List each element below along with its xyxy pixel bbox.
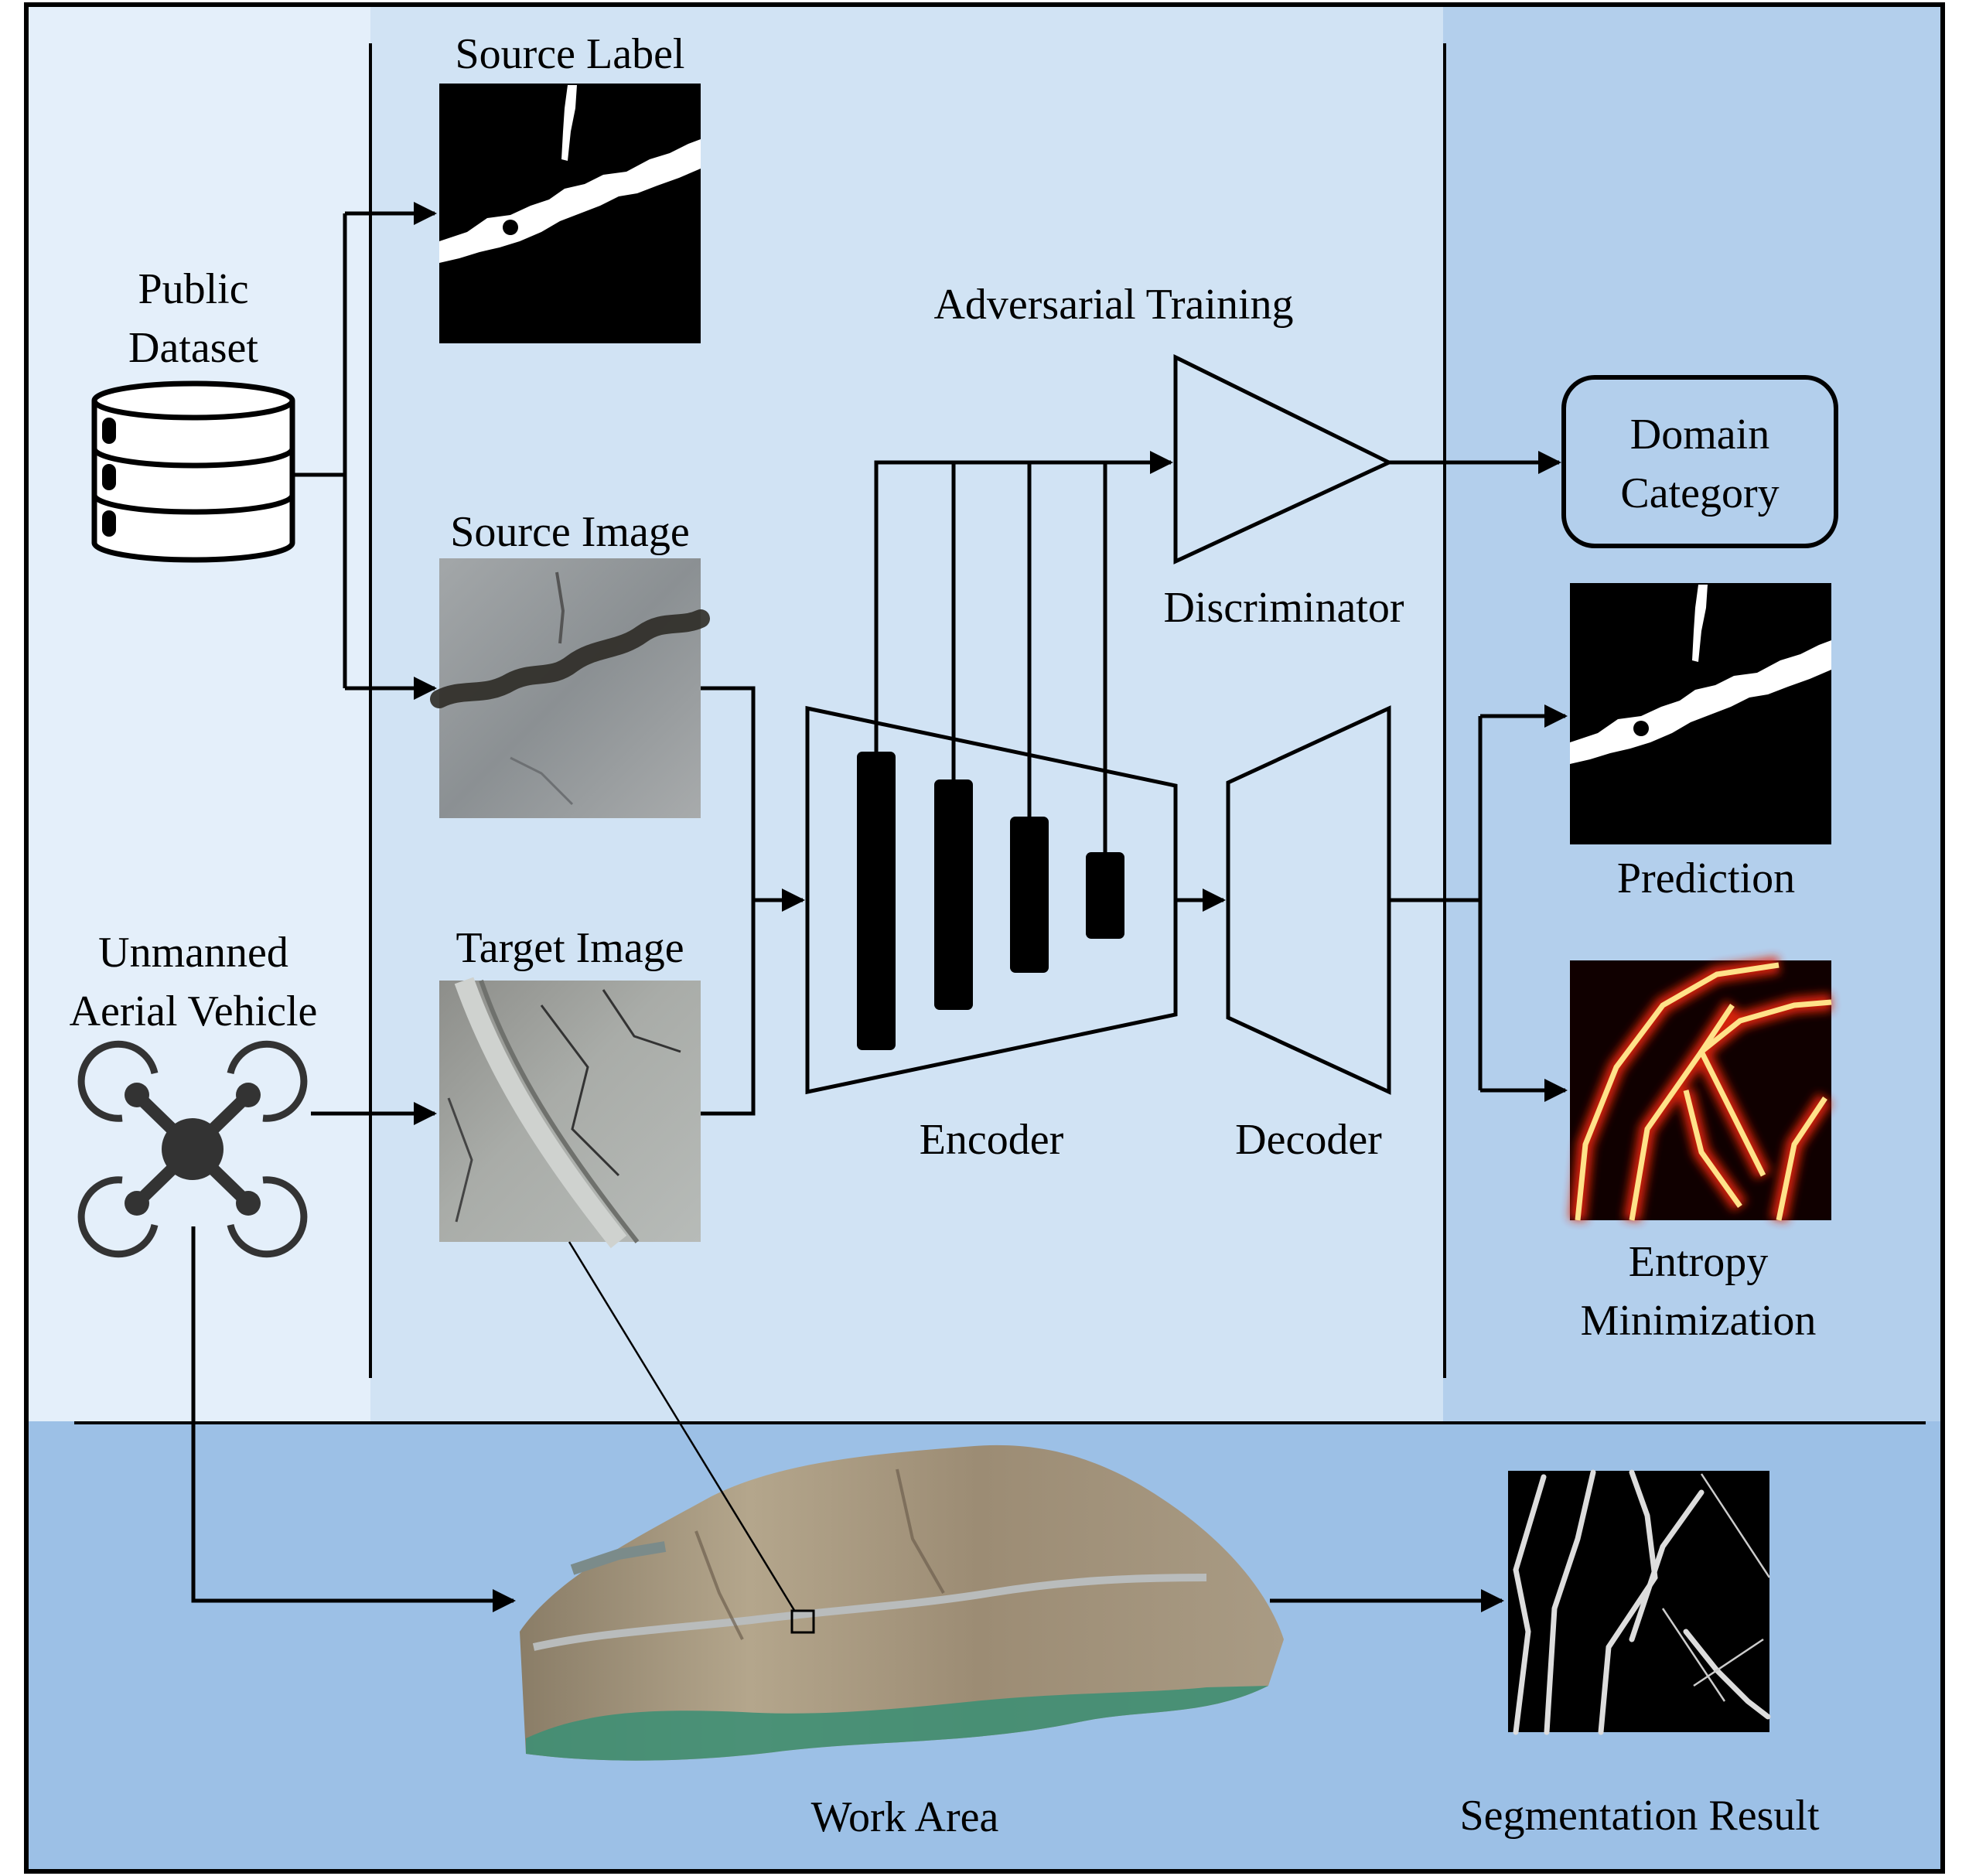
label-target-image: Target Image — [456, 924, 684, 972]
label-decoder: Decoder — [1235, 1116, 1382, 1164]
target-location-marker — [790, 1609, 815, 1634]
label-segmentation-result: Segmentation Result — [1459, 1792, 1820, 1840]
label-source-label: Source Label — [455, 30, 685, 78]
segmentation-result-image — [1508, 1469, 1771, 1735]
label-adversarial-training: Adversarial Training — [933, 281, 1294, 329]
drone-icon — [77, 1040, 308, 1258]
source-label-image — [439, 84, 701, 343]
domain-category-box — [1561, 375, 1838, 548]
panel-left-background — [26, 5, 370, 1421]
encoder-block — [805, 705, 1178, 1095]
database-icon — [91, 380, 295, 563]
label-prediction: Prediction — [1616, 854, 1796, 902]
entropy-map-image — [1569, 957, 1833, 1223]
label-uav: Unmanned Aerial Vehicle — [69, 929, 318, 1035]
source-image — [430, 558, 710, 818]
target-image — [439, 977, 701, 1249]
encoder-layer-3 — [1010, 817, 1049, 973]
work-area-map — [520, 1445, 1284, 1761]
decoder-block — [1226, 705, 1391, 1095]
label-discriminator: Discriminator — [1163, 584, 1404, 632]
label-entropy-minimization: Entropy Minimization — [1580, 1238, 1817, 1345]
label-source-image: Source Image — [450, 508, 690, 556]
prediction-image — [1570, 583, 1831, 844]
label-public-dataset: Public Dataset — [128, 265, 258, 372]
label-encoder: Encoder — [919, 1116, 1064, 1164]
discriminator-block — [1173, 353, 1394, 565]
encoder-layer-4 — [1086, 852, 1124, 939]
encoder-layer-1 — [857, 752, 896, 1050]
connectors — [191, 202, 1568, 1612]
outer-frame — [24, 2, 1945, 1874]
zoom-line — [568, 1241, 797, 1612]
label-work-area: Work Area — [810, 1793, 999, 1841]
label-domain-category: Domain Category — [1620, 411, 1780, 517]
encoder-layer-2 — [934, 779, 973, 1010]
